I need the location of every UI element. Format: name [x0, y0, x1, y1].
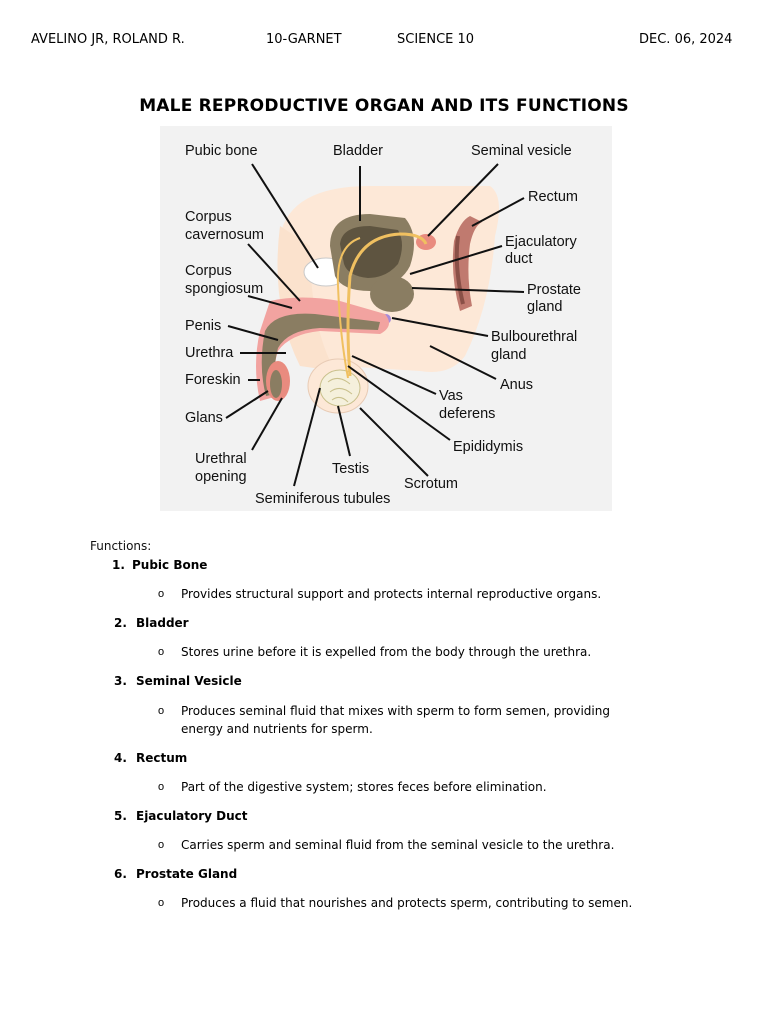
bullet-icon: o	[158, 646, 165, 658]
list-item-number: 6.	[114, 867, 127, 881]
list-item-desc: Stores urine before it is expelled from …	[181, 645, 592, 659]
label-bulbourethral-2: gland	[491, 347, 527, 363]
label-corpus-spongiosum-1: Corpus	[185, 263, 232, 279]
list-item-title: Bladder	[136, 616, 189, 630]
bullet-icon: o	[158, 839, 165, 851]
label-penis: Penis	[185, 318, 222, 334]
list-item-desc: Provides structural support and protects…	[181, 587, 602, 601]
bullet-icon: o	[158, 705, 165, 717]
label-foreskin: Foreskin	[185, 372, 241, 388]
label-rectum: Rectum	[528, 189, 578, 205]
functions-heading: Functions:	[90, 539, 152, 553]
label-urethra: Urethra	[185, 345, 234, 361]
label-ejaculatory-duct-2: duct	[505, 251, 533, 267]
class-section: 10-GARNET	[266, 32, 342, 47]
list-item-title: Rectum	[136, 751, 188, 765]
label-bulbourethral-1: Bulbourethral	[491, 329, 578, 345]
label-bladder: Bladder	[333, 143, 383, 159]
list-item-desc: Produces a fluid that nourishes and prot…	[181, 896, 633, 910]
date: DEC. 06, 2024	[639, 32, 733, 47]
list-item-number: 3.	[114, 674, 127, 688]
label-corpus-cavernosum-1: Corpus	[185, 209, 232, 225]
label-urethral-opening-2: opening	[195, 469, 247, 485]
label-vas-deferens-1: Vas	[439, 388, 463, 404]
list-item-number: 1.	[112, 558, 125, 572]
bullet-icon: o	[158, 588, 165, 600]
student-name: AVELINO JR, ROLAND R.	[31, 32, 185, 47]
label-corpus-spongiosum-2: spongiosum	[185, 281, 264, 297]
bullet-icon: o	[158, 897, 165, 909]
list-item-title: Seminal Vesicle	[136, 674, 242, 688]
label-testis: Testis	[332, 461, 370, 477]
label-prostate-gland-1: Prostate	[527, 282, 581, 298]
page-title: MALE REPRODUCTIVE ORGAN AND ITS FUNCTION…	[139, 96, 629, 116]
anatomy-illustration	[225, 163, 525, 487]
reproductive-diagram: Pubic bone Bladder Seminal vesicle Rectu…	[160, 126, 612, 511]
label-scrotum: Scrotum	[404, 476, 458, 492]
list-item-desc: Carries sperm and seminal fluid from the…	[181, 838, 615, 852]
bullet-icon: o	[158, 781, 165, 793]
list-item-number: 4.	[114, 751, 127, 765]
list-item-title: Prostate Gland	[136, 867, 238, 881]
list-item-desc: Produces seminal fluid that mixes with s…	[181, 704, 610, 736]
list-item-desc: Part of the digestive system; stores fec…	[181, 780, 547, 794]
label-glans: Glans	[185, 410, 223, 426]
subject: SCIENCE 10	[397, 32, 475, 47]
list-item-number: 5.	[114, 809, 127, 823]
list-item-title: Ejaculatory Duct	[136, 809, 248, 823]
list-item-title: Pubic Bone	[132, 558, 208, 572]
label-ejaculatory-duct-1: Ejaculatory	[505, 234, 577, 250]
label-prostate-gland-2: gland	[527, 299, 563, 315]
list-item-number: 2.	[114, 616, 127, 630]
label-corpus-cavernosum-2: cavernosum	[185, 227, 264, 243]
label-vas-deferens-2: deferens	[439, 406, 496, 422]
label-urethral-opening-1: Urethral	[195, 451, 247, 467]
label-epididymis: Epididymis	[453, 439, 524, 455]
label-anus: Anus	[500, 377, 534, 393]
label-seminal-vesicle: Seminal vesicle	[471, 143, 572, 159]
label-seminiferous-tubules: Seminiferous tubules	[255, 491, 391, 507]
label-pubic-bone: Pubic bone	[185, 143, 258, 159]
